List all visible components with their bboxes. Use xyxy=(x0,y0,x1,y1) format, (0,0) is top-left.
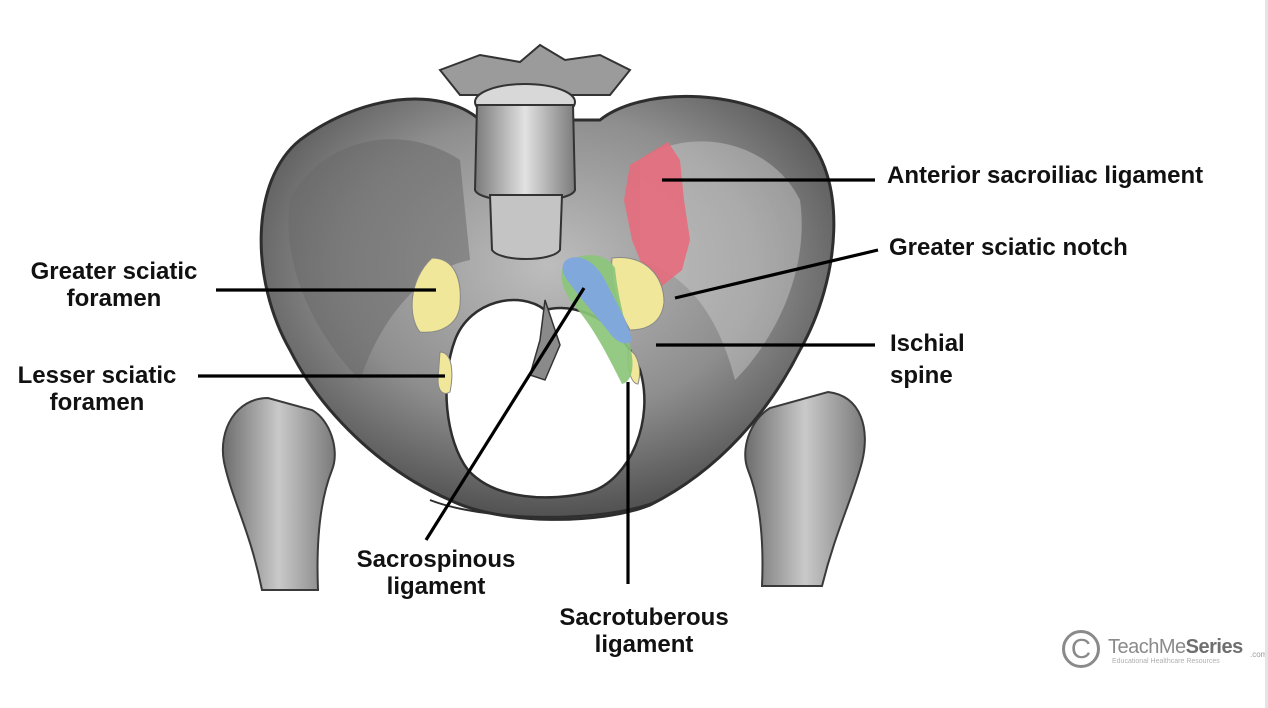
logo-word-bold: Series xyxy=(1185,636,1244,658)
label-greater-sciatic-foramen: Greater sciatic foramen xyxy=(18,258,210,312)
label-ischial-spine: Ischial spine xyxy=(890,330,965,389)
label-sacrospinous-line2: ligament xyxy=(386,573,486,600)
sacrospinous-ligament xyxy=(562,257,632,344)
label-sacrospinous-line1: Sacrospinous xyxy=(356,546,516,573)
label-sacrotuberous-line2: ligament xyxy=(594,631,694,658)
right-edge-divider xyxy=(1265,0,1268,708)
logo-suffix: .com xyxy=(1250,650,1268,659)
label-lesser-sciatic-foramen-line2: foramen xyxy=(49,389,145,416)
logo-wordmark: TeachMeSeries xyxy=(1108,636,1243,659)
lesser-sciatic-foramen xyxy=(437,351,453,394)
label-ischial-spine-line2: spine xyxy=(890,362,953,389)
logo-word-light: TeachMe xyxy=(1108,636,1186,658)
label-greater-sciatic-foramen-line2: foramen xyxy=(66,285,162,312)
anterior-sacroiliac-ligament xyxy=(624,142,690,286)
greater-sciatic-foramen-left xyxy=(411,257,461,333)
copyright-letter: C xyxy=(1070,633,1092,664)
label-greater-sciatic-notch: Greater sciatic notch xyxy=(889,234,1128,261)
leader-sacrospinous xyxy=(424,287,586,541)
label-lesser-sciatic-foramen-line1: Lesser sciatic xyxy=(17,362,177,389)
teachmeseries-logo: C TeachMeSeries .com Educational Healthc… xyxy=(1062,628,1267,674)
label-anterior-sacroiliac-ligament: Anterior sacroiliac ligament xyxy=(887,162,1204,189)
right-femur xyxy=(744,390,866,587)
leader-greater-sciatic-notch xyxy=(674,248,879,300)
label-greater-sciatic-foramen-line1: Greater sciatic xyxy=(30,258,198,285)
label-sacrospinous-ligament: Sacrospinous ligament xyxy=(343,546,529,600)
label-ischial-spine-line1: Ischial xyxy=(890,330,965,357)
leader-lines xyxy=(198,178,879,584)
label-lesser-sciatic-foramen: Lesser sciatic foramen xyxy=(6,362,188,416)
copyright-ring-icon xyxy=(1062,630,1100,668)
label-sacrotuberous-ligament: Sacrotuberous ligament xyxy=(546,604,742,658)
label-sacrotuberous-line1: Sacrotuberous xyxy=(559,604,729,631)
logo-tagline: Educational Healthcare Resources xyxy=(1112,658,1220,665)
lumbar-vertebra xyxy=(438,43,632,381)
left-femur xyxy=(221,396,336,591)
